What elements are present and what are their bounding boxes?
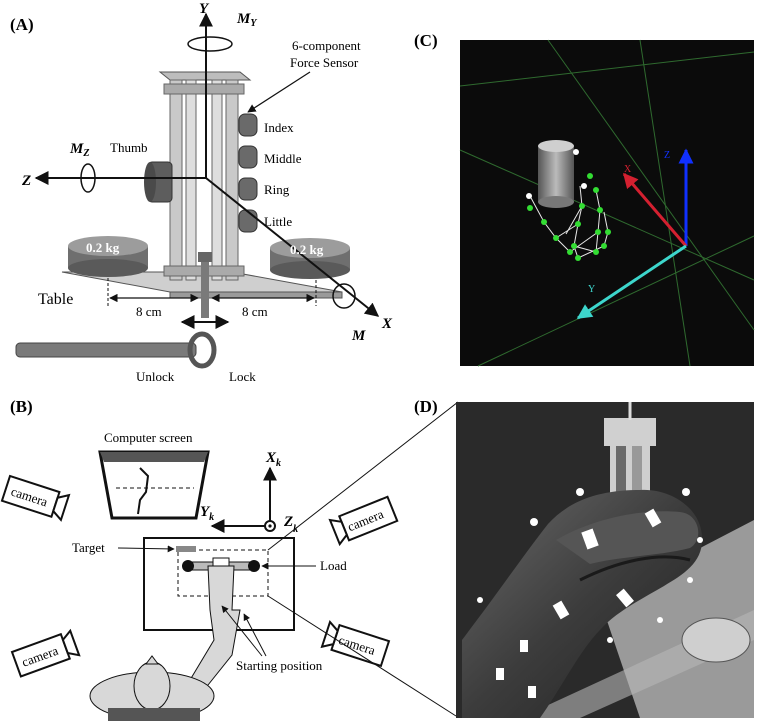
render-axis-y <box>576 244 687 320</box>
zoom-region <box>177 549 269 597</box>
axis-yk-label: Yk <box>200 504 214 523</box>
panel-b-tag: (B) <box>10 397 33 416</box>
camera-top-left: camera <box>0 474 71 522</box>
starting-position-label: Starting position <box>236 658 323 673</box>
panel-c-tag: (C) <box>414 31 438 50</box>
axis-x-label: X <box>381 316 393 332</box>
axes-b <box>210 466 277 533</box>
mass-right <box>270 238 350 279</box>
zoom-line-top <box>267 401 459 551</box>
camera-bottom-left: camera <box>10 628 81 678</box>
thumb-sensor <box>144 161 173 203</box>
lock-rod <box>201 258 209 318</box>
sensor-label-line2: Force Sensor <box>290 55 359 70</box>
camera-bottom-right: camera <box>320 620 391 668</box>
unlock-label: Unlock <box>136 369 175 384</box>
dist-right-label: 8 cm <box>242 304 268 319</box>
subject-top-view <box>89 655 215 721</box>
target-marker <box>176 546 196 552</box>
photo-load <box>681 617 751 663</box>
computer-screen <box>98 450 210 520</box>
render-cylinder <box>538 140 574 208</box>
panel-a-tag: (A) <box>10 15 34 34</box>
panel-d-tag: (D) <box>414 397 438 416</box>
axis-zk-label: Zk <box>283 514 298 535</box>
mass-left-label: 0.2 kg <box>86 240 120 255</box>
axis-xk-label: Xk <box>265 450 281 469</box>
index-label: Index <box>264 120 294 135</box>
thumb-label: Thumb <box>110 140 148 155</box>
render-view <box>460 40 754 366</box>
hand-markers <box>527 173 611 261</box>
panel-d: (D) <box>414 397 754 718</box>
mass-right-label: 0.2 kg <box>290 242 324 257</box>
load-label: Load <box>320 558 347 573</box>
panel-b: (B) Computer screen camera camera camera <box>0 397 459 721</box>
sensor-label-line1: 6-component <box>292 38 361 53</box>
camera-top-right: camera <box>328 495 399 547</box>
middle-label: Middle <box>264 151 302 166</box>
render-axis-x <box>622 172 688 247</box>
mass-left <box>68 236 148 277</box>
computer-screen-label: Computer screen <box>104 430 193 445</box>
panel-a: (A) <box>10 1 393 384</box>
ring-label: Ring <box>264 182 290 197</box>
render-grid <box>459 39 755 367</box>
moment-y-label: MY <box>236 11 257 29</box>
photo-hand <box>462 489 703 718</box>
photo-markers <box>477 488 703 698</box>
render-axis-y-label: Y <box>588 284 595 295</box>
finger-sensors <box>238 113 258 233</box>
render-axis-x-label: X <box>624 164 632 175</box>
zoom-line-bottom <box>267 595 457 717</box>
moment-z-label: MZ <box>69 141 89 159</box>
axes-a <box>34 12 380 317</box>
lock-label: Lock <box>229 369 256 384</box>
subject-arm <box>189 565 241 691</box>
table-label: Table <box>38 291 73 308</box>
little-label: Little <box>264 214 292 229</box>
axis-y-label: Y <box>199 1 210 17</box>
panel-c: (C) <box>414 31 755 367</box>
render-axis-z-label: Z <box>664 150 670 161</box>
sensor-pointer <box>247 71 311 113</box>
lock-bar <box>15 315 230 369</box>
axis-z-label: Z <box>21 173 31 189</box>
dist-left-label: 8 cm <box>136 304 162 319</box>
target-label: Target <box>72 540 105 555</box>
moment-x-label: M <box>351 328 366 344</box>
